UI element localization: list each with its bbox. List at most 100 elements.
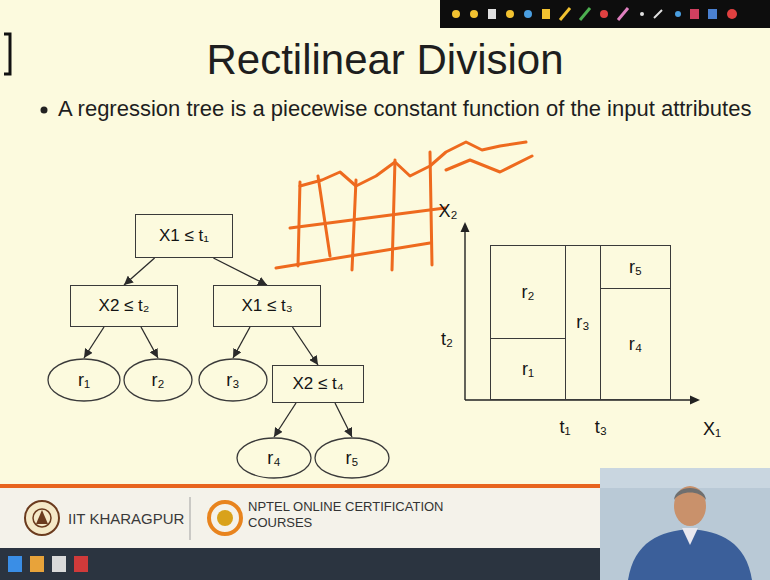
node-text: r₄ <box>267 448 280 469</box>
tool-icon <box>560 8 570 20</box>
pen-stroke <box>352 180 356 270</box>
tool-icon <box>600 10 608 18</box>
split-node: X1 ≤ t₃ <box>213 285 321 327</box>
tree-branch <box>233 327 250 358</box>
leaf-node: r₂ <box>123 358 193 402</box>
node-text: r₁ <box>78 370 90 391</box>
presenter-collar <box>682 528 698 545</box>
ellipse-shape <box>315 438 389 478</box>
tool-icon <box>506 10 514 18</box>
video-background <box>600 468 770 580</box>
tool-icon <box>690 9 699 19</box>
tool-icon <box>452 10 460 18</box>
nptel-logo <box>209 502 241 534</box>
pen-stroke <box>298 182 300 266</box>
partition-region: r₂ <box>490 245 566 339</box>
window-edge-mark <box>4 34 10 74</box>
taskbar <box>0 548 600 580</box>
tool-icon <box>708 9 717 19</box>
pen-annotation <box>276 142 532 270</box>
node-text: X2 ≤ t₂ <box>99 296 150 316</box>
partition-region: r₄ <box>600 288 671 400</box>
ellipse-shape <box>124 359 192 401</box>
footer-separator <box>190 497 191 540</box>
leaf-node: r₅ <box>314 437 390 479</box>
plot-axes <box>461 222 701 405</box>
bullet-dot <box>41 107 48 114</box>
tree-branch <box>293 327 319 365</box>
node-text: r₁ <box>522 359 534 380</box>
threshold-label: t₃ <box>595 417 607 439</box>
tool-icon <box>580 8 590 20</box>
toolbar <box>440 0 770 28</box>
presenter-head <box>674 486 706 526</box>
logo-core <box>217 510 233 526</box>
tool-icon <box>654 10 662 18</box>
course-name: NPTEL ONLINE CERTIFICATION COURSES <box>248 499 448 530</box>
node-text: r₂ <box>522 282 535 303</box>
threshold-label: t₂ <box>441 329 453 351</box>
split-node: X2 ≤ t₂ <box>70 285 178 327</box>
pen-stroke <box>290 208 445 228</box>
tree-branch <box>335 403 352 437</box>
tree-branch <box>141 327 158 358</box>
taskbar-icon <box>8 556 22 572</box>
tool-icon <box>524 10 532 18</box>
institute-name: IIT KHARAGPUR <box>68 510 184 528</box>
toolbar-icons <box>452 8 737 20</box>
pen-stroke <box>300 142 526 186</box>
node-text: r₃ <box>226 370 239 391</box>
presenter-video <box>600 468 770 580</box>
pen-stroke <box>392 160 395 270</box>
tree-branch <box>213 258 267 285</box>
node-text: X2 ≤ t₄ <box>292 374 343 394</box>
tree-branch <box>124 258 155 285</box>
partition-region: r₁ <box>490 338 566 400</box>
logo-ring <box>33 509 51 527</box>
split-node: X2 ≤ t₄ <box>272 365 364 403</box>
tool-icon <box>727 9 737 19</box>
axis-arrowhead <box>461 222 470 232</box>
node-text: r₂ <box>152 370 165 391</box>
bullet-text: A regression tree is a piecewise constan… <box>58 96 763 122</box>
taskbar-icon <box>30 556 44 572</box>
tool-icon <box>675 11 681 17</box>
pen-stroke <box>446 156 532 172</box>
logo-mark <box>36 510 48 524</box>
pen-stroke <box>430 152 432 265</box>
y-axis <box>464 228 465 400</box>
threshold-label: t₁ <box>559 417 570 439</box>
tree-branch <box>274 403 296 437</box>
leaf-node: r₄ <box>236 437 312 479</box>
logo-ring <box>25 501 59 535</box>
taskbar-icon <box>52 556 66 572</box>
tool-icon <box>542 9 550 19</box>
presenter-hair <box>674 488 706 500</box>
node-text: r₄ <box>629 334 642 355</box>
axis-arrowhead <box>690 396 700 405</box>
node-text: r₃ <box>576 312 589 333</box>
taskbar-icon <box>74 556 88 572</box>
presenter-body <box>628 529 752 580</box>
ellipse-shape <box>48 359 120 401</box>
ellipse-shape <box>237 438 311 478</box>
tree-branch <box>84 327 104 358</box>
node-text: X1 ≤ t₁ <box>159 226 209 246</box>
slide-title: Rectilinear Division <box>0 36 770 84</box>
split-node: X1 ≤ t₁ <box>135 214 233 258</box>
logo-ring <box>209 502 241 534</box>
video-wall <box>600 468 770 488</box>
leaf-node: r₃ <box>198 358 268 402</box>
ellipse-shape <box>199 359 267 401</box>
iit-logo <box>25 501 59 535</box>
pen-stroke <box>318 176 330 256</box>
axis-name: X₂ <box>439 201 458 223</box>
leaf-node: r₁ <box>47 358 121 402</box>
tool-icon <box>488 9 496 19</box>
node-text: X1 ≤ t₃ <box>241 296 292 316</box>
tool-icon <box>618 8 628 20</box>
node-text: r₅ <box>345 448 358 469</box>
partition-region: r₅ <box>600 245 671 289</box>
axis-name: X₁ <box>703 419 721 441</box>
